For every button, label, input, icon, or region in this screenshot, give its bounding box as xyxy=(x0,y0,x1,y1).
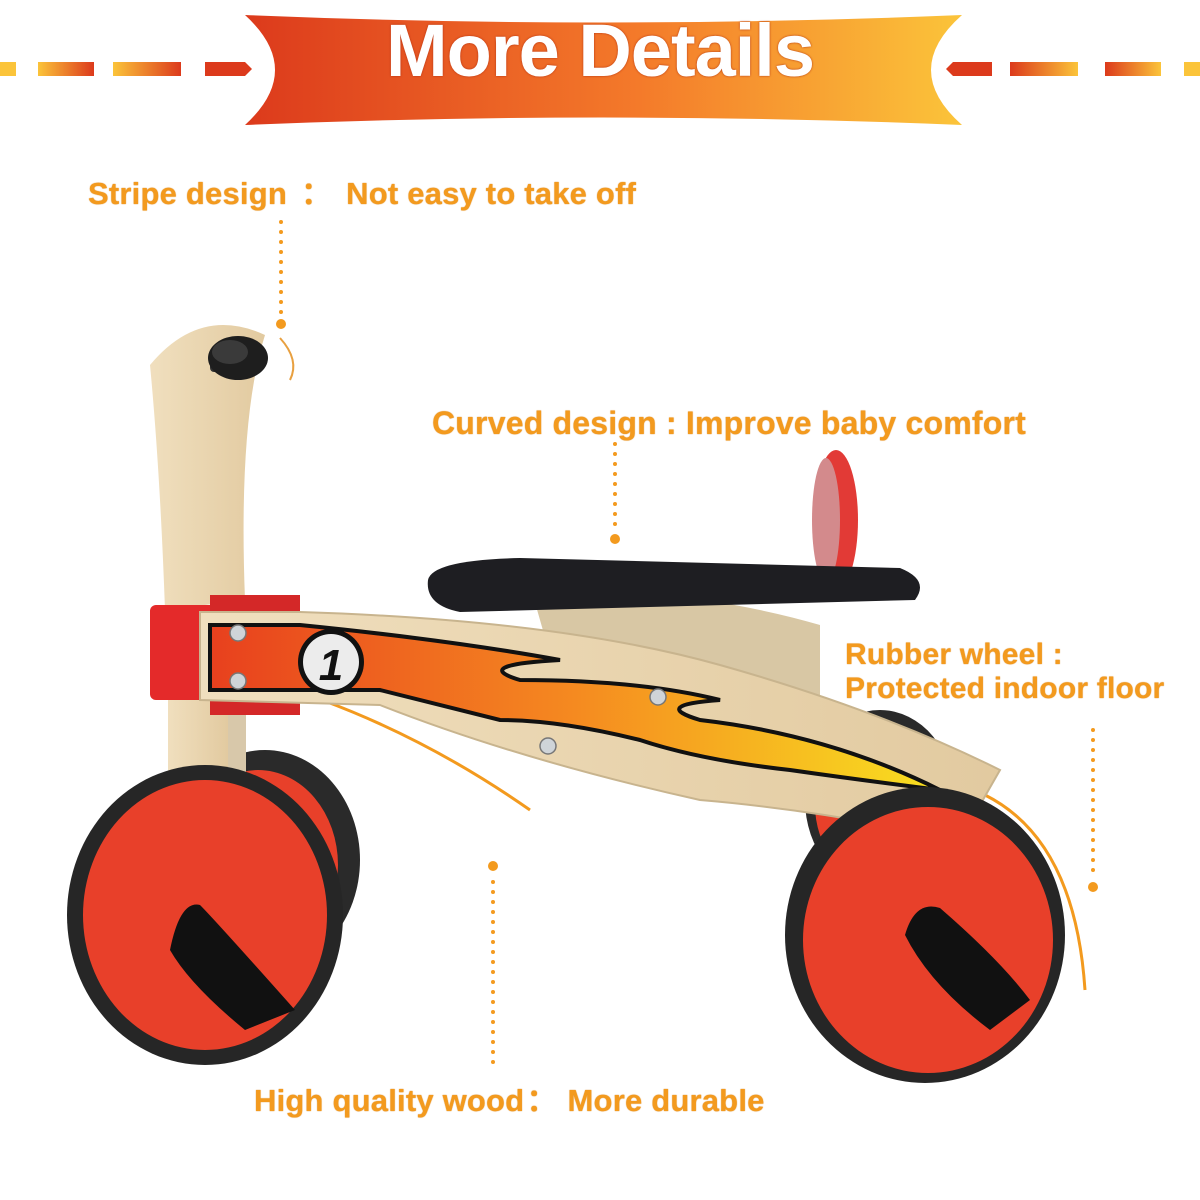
feature-curved-label: Curved design : Improve baby comfort xyxy=(432,405,1026,442)
stripe-pointer-dotted-line xyxy=(276,220,286,329)
feature-stripe-title: Stripe design xyxy=(88,176,287,211)
header-banner: More Details xyxy=(0,0,1200,140)
curved-pointer-dotted-line xyxy=(610,442,620,544)
feature-curved-separator: : xyxy=(665,405,677,441)
front-near-wheel xyxy=(67,765,343,1065)
rubber-pointer-dotted-line xyxy=(1088,728,1098,892)
svg-text:1: 1 xyxy=(319,641,343,690)
feature-wood-detail: More durable xyxy=(567,1083,765,1118)
feature-rubber-title: Rubber wheel : xyxy=(845,638,1063,671)
frame-screws xyxy=(229,624,667,755)
handle-knob xyxy=(208,336,268,380)
feature-wood-label: High quality wood： More durable xyxy=(254,1075,765,1120)
feature-curved-title: Curved design xyxy=(432,405,657,441)
feature-wood-separator: ： xyxy=(526,1083,558,1118)
feature-stripe-separator: ： xyxy=(300,176,333,211)
seat xyxy=(427,558,920,612)
feature-stripe-detail: Not easy to take off xyxy=(346,176,637,211)
flame-decal xyxy=(208,623,941,792)
feature-rubber-detail: Protected indoor floor xyxy=(845,672,1165,705)
feature-wood-title: High quality wood xyxy=(254,1083,525,1118)
feature-curved-detail: Improve baby comfort xyxy=(685,405,1026,441)
rear-near-wheel xyxy=(785,787,1065,1083)
feature-rubber-label: Rubber wheel : Protected indoor floor xyxy=(845,638,1164,706)
number-one-badge: 1 xyxy=(298,629,364,695)
banner-ribbon-graphic xyxy=(0,15,1200,125)
banner-title: More Details xyxy=(385,9,815,92)
feature-stripe-label: Stripe design ： Not easy to take off xyxy=(88,168,636,213)
wood-pointer-dotted-line xyxy=(488,861,498,1064)
